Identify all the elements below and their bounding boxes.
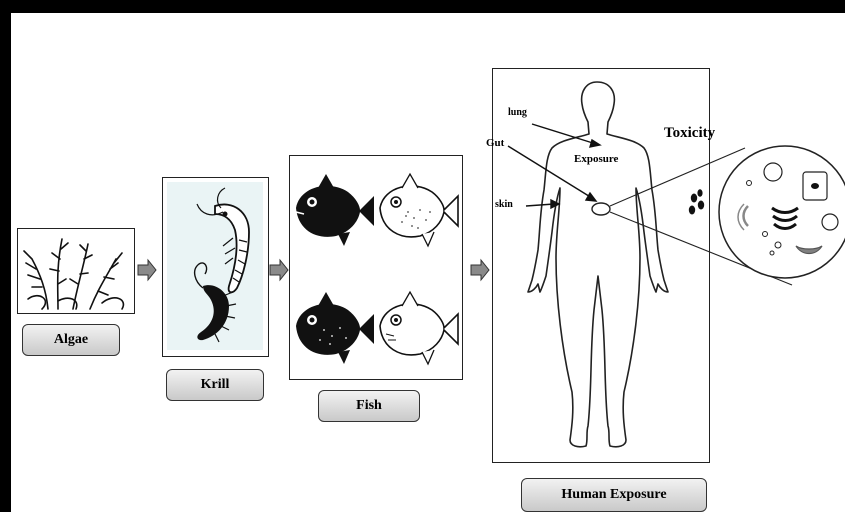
gut-ellipse xyxy=(592,203,610,215)
gut-label: Gut xyxy=(486,137,504,149)
lung-label: lung xyxy=(508,107,527,118)
exposure-label: Exposure xyxy=(574,153,618,165)
toxicity-label: Toxicity xyxy=(664,125,715,142)
block-arrow-icon xyxy=(138,260,489,280)
cell-magnified-icon xyxy=(719,146,845,278)
skin-label: skin xyxy=(495,199,513,210)
toxic-particles-icon xyxy=(689,189,704,214)
human-exposure-label: Human Exposure xyxy=(521,478,707,512)
